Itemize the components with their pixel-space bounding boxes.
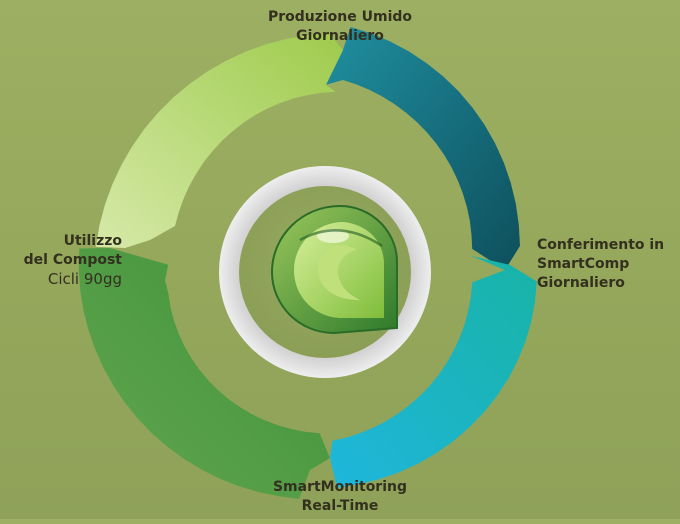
segment-bottom-left <box>78 248 330 499</box>
label-line: Giornaliero <box>296 28 384 44</box>
leaf-drop-icon <box>270 204 398 335</box>
label-produzione-umido: Produzione Umido Giornaliero <box>200 8 480 46</box>
segment-bottom-right <box>330 255 537 488</box>
segment-top-right <box>326 27 520 270</box>
label-line: SmartComp <box>537 256 630 272</box>
label-conferimento: Conferimento in SmartComp Giornaliero <box>537 236 680 293</box>
segment-top-left <box>95 33 343 248</box>
label-line: del Compost <box>23 252 122 268</box>
label-line: Utilizzo <box>63 233 122 249</box>
label-subtext: Cicli 90gg <box>47 270 122 288</box>
label-line: SmartMonitoring <box>272 479 408 495</box>
label-line: Produzione Umido <box>267 9 413 25</box>
label-line: Real-Time <box>301 498 379 514</box>
label-line: Conferimento in <box>537 237 665 253</box>
label-smartmonitoring: SmartMonitoring Real-Time <box>200 478 480 516</box>
label-utilizzo-compost: Utilizzo del Compost Cicli 90gg <box>18 232 122 289</box>
label-line: Giornaliero <box>537 275 625 291</box>
